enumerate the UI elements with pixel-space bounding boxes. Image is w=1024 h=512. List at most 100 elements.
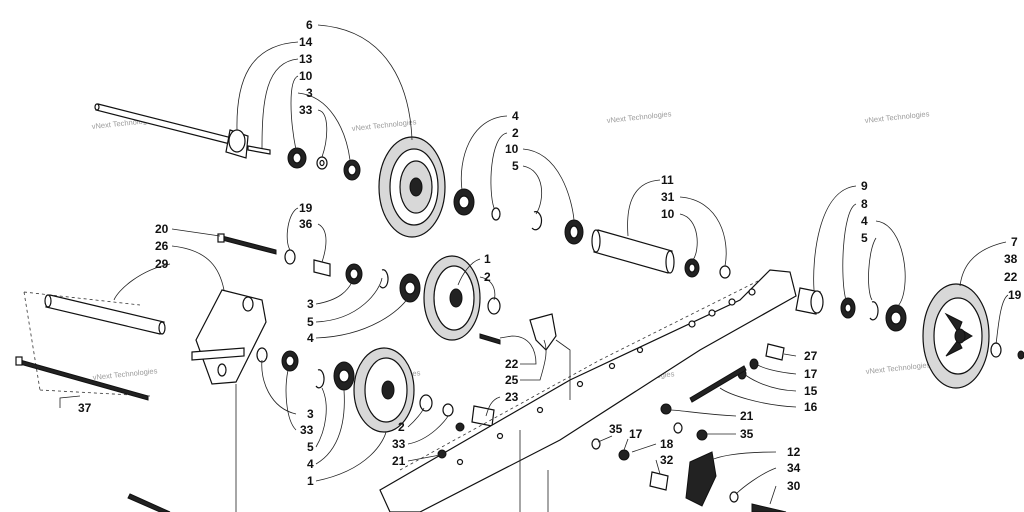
callout-label: 33 (300, 423, 314, 437)
leader-line (555, 339, 571, 400)
callout-label: 13 (299, 52, 313, 66)
rail-hole (608, 362, 616, 370)
rail-part (379, 269, 797, 512)
leader-line (627, 179, 661, 237)
nut-part (749, 358, 759, 370)
leader-line (315, 431, 387, 482)
bolt-part (221, 235, 277, 255)
callout-label: 1 (484, 252, 491, 266)
callout-label: 2 (512, 126, 519, 140)
leader-line (315, 387, 327, 448)
callout-label: 37 (78, 401, 92, 415)
leader-line (597, 435, 613, 443)
tube-part (593, 229, 673, 274)
idler-wheel-hub (409, 177, 423, 197)
callout-label: 21 (740, 409, 754, 423)
callout-label: 22 (505, 357, 519, 371)
callout-label: 9 (861, 179, 868, 193)
leader-line (490, 132, 508, 209)
leader-line (171, 245, 225, 291)
leader-line (669, 409, 737, 417)
callout-label: 33 (299, 103, 313, 117)
washer-hole (319, 159, 325, 167)
bolt-part (751, 503, 787, 512)
washer-hole (844, 303, 852, 313)
leader-line (236, 41, 299, 131)
callout-label: 35 (609, 422, 623, 436)
bushing-inner (347, 164, 357, 176)
spacer-part (471, 405, 495, 427)
leader-line (995, 294, 1009, 345)
frame-line (235, 384, 549, 512)
callout-label: 34 (787, 461, 801, 475)
washer-part (419, 394, 433, 412)
nut-part (437, 449, 447, 459)
callout-label: 17 (804, 367, 818, 381)
leader-line (842, 203, 857, 301)
bolt-head (217, 233, 225, 243)
callout-label: 36 (299, 217, 313, 231)
washer-part (491, 207, 501, 221)
wheel-hub (954, 328, 966, 344)
leader-line (719, 387, 797, 408)
cross-shaft-end (44, 294, 52, 308)
long-bolt-head (15, 356, 23, 366)
callout-label: 19 (299, 201, 313, 215)
bushing-inner (688, 263, 696, 273)
leader-line (783, 353, 797, 357)
snap-ring-part (531, 211, 543, 231)
leader-line (317, 24, 413, 141)
spacer-part (649, 471, 669, 491)
callout-label: 4 (861, 214, 868, 228)
callout-label: 20 (155, 222, 169, 236)
callout-label: 32 (660, 453, 674, 467)
washer-part (256, 347, 268, 363)
bolt-part (127, 493, 171, 512)
leader-line (171, 228, 221, 237)
callout-label: 4 (307, 457, 314, 471)
nut-part (660, 403, 672, 415)
leader-line (315, 277, 383, 323)
nut-part (455, 422, 465, 432)
arm-hole (242, 296, 254, 312)
right-wheel-assembly (795, 283, 1024, 389)
rail-dashed-edge (399, 279, 761, 471)
bearing-inner (338, 369, 350, 383)
leader-line (285, 369, 297, 431)
callout-label: 5 (861, 231, 868, 245)
leader-line (868, 237, 877, 301)
callout-label: 17 (629, 427, 643, 441)
callout-label: 21 (392, 454, 406, 468)
leader-line (261, 359, 297, 415)
washer-part (673, 422, 683, 434)
snap-ring-part (379, 269, 389, 289)
rail-hole (748, 288, 756, 296)
callout-label: 11 (661, 173, 674, 187)
leader-line (679, 213, 698, 261)
rail-hole (728, 298, 736, 306)
callout-label: 5 (512, 159, 519, 173)
callout-label: 4 (307, 331, 314, 345)
leader-line (623, 438, 629, 451)
rail-hole (708, 309, 716, 317)
leader-line (290, 75, 299, 151)
callout-label: 22 (1004, 270, 1018, 284)
pin-part (191, 347, 245, 361)
leader-line (522, 165, 542, 215)
idler-wheel-hub (381, 380, 395, 400)
callout-label: 31 (661, 190, 675, 204)
leader-line (520, 339, 547, 381)
bearing-inner (890, 311, 902, 325)
leader-line (735, 467, 777, 495)
wheel-spoke (944, 312, 963, 334)
leader-lines (59, 24, 1009, 505)
leader-line (315, 281, 353, 305)
callout-label: 4 (512, 109, 519, 123)
callout-label: 3 (307, 297, 314, 311)
leader-line (297, 92, 351, 161)
callout-label: 30 (787, 479, 801, 493)
leader-line (407, 407, 425, 428)
rail-hole (456, 458, 464, 466)
rail-hole (636, 346, 644, 354)
leader-line (813, 185, 857, 291)
